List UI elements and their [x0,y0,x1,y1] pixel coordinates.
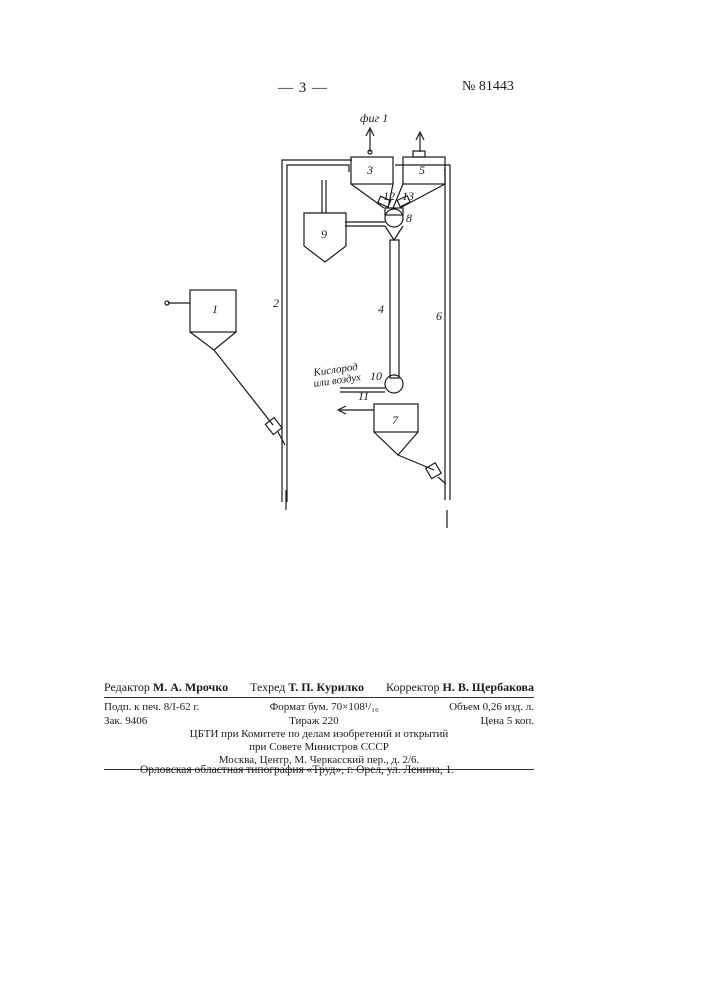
pipe-2 [287,165,349,502]
label-5: 5 [419,163,425,177]
label-8: 8 [406,211,412,225]
label-7: 7 [392,413,399,427]
label-4: 4 [378,302,384,316]
imprint-row-2: Зак. 9406 Тираж 220 Цена 5 коп. [104,714,534,728]
label-9: 9 [321,227,327,241]
printer-line: Орловская областная типография «Труд», г… [140,764,454,776]
imprint-block: Редактор М. А. Мрочко Техред Т. П. Курил… [104,680,534,772]
techred-name: Т. П. Курилко [288,680,364,694]
label-11: 11 [358,389,369,403]
label-6: 6 [436,309,442,323]
corrector-name: Н. В. Щербакова [443,680,534,694]
label-12: 12 [383,189,395,203]
divider [104,697,534,698]
label-1: 1 [212,302,218,316]
reactor-4 [390,240,399,378]
figure-caption: фиг 1 [360,111,388,125]
unit-8 [385,209,403,227]
imprint-row-1: Подп. к печ. 8/I-62 г. Формат бум. 70×10… [104,700,534,714]
label-13: 13 [402,189,414,203]
label-10: 10 [370,369,382,383]
credits-row: Редактор М. А. Мрочко Техред Т. П. Курил… [104,680,534,694]
label-2: 2 [273,296,279,310]
editor-name: М. А. Мрочко [153,680,228,694]
label-3: 3 [366,163,373,177]
publisher-line-2: при Совете Министров СССР [104,741,534,754]
publisher-line-1: ЦБТИ при Комитете по делам изобретений и… [104,728,534,741]
